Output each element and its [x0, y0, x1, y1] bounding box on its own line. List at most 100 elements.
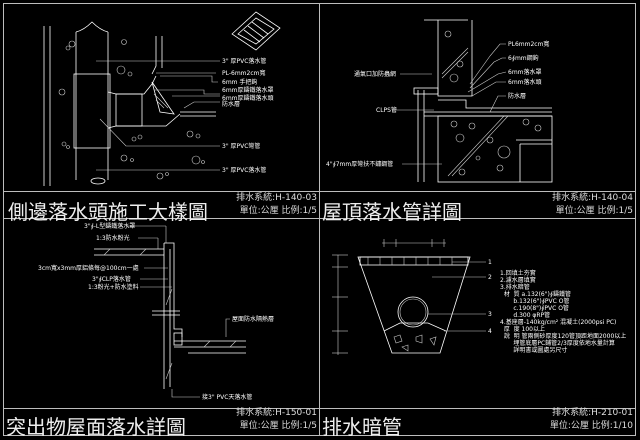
- label-grate: 6mm厚鑄鐵落水罩: [222, 86, 274, 94]
- callout-labels: PL6mm2cm寬 6∮mm鋼鉤 6mm落水罩 6mm落水頭 防水層 通氣口加防…: [326, 40, 549, 168]
- subsurface-drain-drawing: 1 2 3 4 1.回填土夯實 2.濾水層填實 3.排水暗管 材 質 a.132…: [332, 239, 626, 355]
- drawing-code: 排水系統:H-140-04: [552, 193, 633, 203]
- note-line: 詳明書或圖處另尺寸: [500, 346, 567, 354]
- parapet-hatch: [441, 47, 469, 75]
- top-slab: [94, 248, 164, 256]
- gravel: [393, 334, 437, 352]
- callout-labels: 3" 厚PVC落水管 PL-6mm2cm寬 6mm 手把鉤 6mm厚鑄鐵落水罩 …: [222, 57, 274, 174]
- drawing-title: 突出物屋面落水詳圖: [6, 415, 186, 439]
- label-pvc-downpipe-2: 3" 厚PVC落水管: [222, 166, 266, 174]
- label-cast-iron-grate: 3"∮-L型鑄鐵落水罩: [84, 222, 135, 230]
- drawing-title: 排水暗管: [322, 415, 402, 439]
- unit-scale: 單位:公厘 比例:1/10: [549, 421, 633, 431]
- wall-section: [163, 242, 183, 389]
- base-layer-top: [383, 322, 447, 332]
- title-rule-top: [4, 191, 635, 192]
- leader-lines: [428, 261, 486, 332]
- label-clps-pipe: CLPS管: [376, 106, 397, 114]
- label-waterproof: 防水層: [222, 100, 240, 108]
- title-rule-bottom: [4, 408, 635, 409]
- callout-3: 3: [488, 311, 492, 318]
- concrete-aggregate: [58, 39, 205, 180]
- parapet-wall: [437, 20, 473, 97]
- vent-cap: [413, 87, 439, 95]
- label-pvc-downpipe: 接3" PVC天落水管: [202, 393, 252, 401]
- note-line: d.300 φRP管: [500, 311, 550, 319]
- roof-downpipe-drawing: PL6mm2cm寬 6∮mm鋼鉤 6mm落水罩 6mm落水頭 防水層 通氣口加防…: [326, 19, 553, 183]
- leader-lines: [392, 43, 507, 165]
- panel-subsurface-drain: 1 2 3 4 1.回填土夯實 2.濾水層填實 3.排水暗管 材 質 a.132…: [320, 219, 635, 439]
- note-line: b.132(6")∮PVC O管: [500, 297, 569, 305]
- label-roof-insulation: 屋面防水隔熱層: [232, 315, 274, 323]
- waterproof-layer: [438, 99, 552, 109]
- label-pvc-elbow: 3" 厚PVC彎管: [222, 142, 260, 150]
- note-line: 厚 度 100以上: [500, 325, 545, 333]
- dimension-lines: [332, 239, 446, 355]
- note-line: 說 明 管兩側砂厚度120管頂距地面2000以上: [500, 332, 626, 340]
- roof-slab-top: [424, 111, 552, 117]
- hatch: [103, 248, 237, 380]
- trench-outline: [357, 256, 471, 354]
- label-plaster-coating: 1:3粉光+防水塗料: [88, 283, 139, 291]
- backfill-surface: [359, 256, 469, 266]
- unit-scale: 單位:公厘 比例:1/5: [239, 206, 317, 216]
- callout-2: 2: [488, 274, 492, 281]
- label-waterproof: 防水層: [508, 92, 526, 100]
- vertical-pipe: [75, 32, 109, 180]
- downpipe: [417, 90, 425, 182]
- outer-border: [3, 3, 636, 436]
- vertical-divider: [319, 4, 320, 435]
- drain-pipe: [397, 296, 429, 328]
- callout-4: 4: [488, 328, 492, 335]
- label-drain-head: 6mm厚鑄鐵落水頭: [222, 94, 274, 102]
- slab-aggregate: [450, 118, 542, 176]
- drawing-code: 排水系統:H-210-01: [552, 408, 633, 418]
- slab-hatch: [447, 115, 505, 177]
- unit-scale: 單位:公厘 比例:1/5: [555, 206, 633, 216]
- label-hook: 6∮mm鋼鉤: [508, 54, 539, 62]
- surface-pattern: [367, 257, 453, 265]
- parapet-wall: [151, 36, 163, 75]
- panel-side-drain-head: 3" 厚PVC落水管 PL-6mm2cm寬 6mm 手把鉤 6mm厚鑄鐵落水罩 …: [4, 4, 319, 224]
- branch-socket: [115, 93, 143, 127]
- leader-lines: [128, 225, 230, 398]
- label-drain-head: 6mm落水頭: [508, 78, 542, 86]
- label-plate: PL6mm2cm寬: [508, 40, 549, 48]
- label-grate: 6mm落水罩: [508, 68, 542, 76]
- drain-grate: [173, 332, 183, 346]
- drawing-title: 側邊落水頭施工大樣圖: [8, 200, 208, 224]
- callout-numbers: 1 2 3 4: [488, 259, 492, 335]
- callout-labels: 3"∮-L型鑄鐵落水罩 1:3防水粉光 3cm寬x3mm厚鋁條每@100cm一處…: [38, 222, 274, 401]
- panel-roof-downpipe: PL6mm2cm寬 6∮mm鋼鉤 6mm落水罩 6mm落水頭 防水層 通氣口加防…: [320, 4, 635, 224]
- note-line: 3.排水暗管: [500, 283, 530, 291]
- beam-outline: [516, 139, 552, 182]
- label-pvc-downpipe: 3" 厚PVC落水管: [222, 57, 266, 65]
- side-drain-head-drawing: 3" 厚PVC落水管 PL-6mm2cm寬 6mm 手把鉤 6mm厚鑄鐵落水罩 …: [43, 11, 281, 186]
- label-aluminum-strip: 3cm寬x3mm厚鋁條每@100cm一處: [38, 264, 139, 272]
- note-line: 2.濾水層填實: [500, 276, 536, 284]
- note-line: c.190(8")∮PVC O管: [500, 304, 569, 312]
- label-waterproof-plaster: 1:3防水粉光: [96, 234, 130, 242]
- label-clp-downpipe: 3"∮CLP落水管: [92, 275, 131, 283]
- leader-lines: [96, 60, 220, 171]
- grate-isometric: [231, 11, 281, 51]
- roof-slab: [174, 340, 246, 354]
- label-vent: 通氣口加防蟲網: [354, 70, 396, 78]
- break-line: [152, 310, 180, 316]
- drawing-code: 排水系統:H-140-03: [236, 193, 317, 203]
- roof-slab: [437, 115, 553, 183]
- label-stainless-pipe: 4"∮7mm厚彎扶不鏽鋼管: [326, 160, 393, 168]
- notes: 1.回填土夯實 2.濾水層填實 3.排水暗管 材 質 a.132(6")∮鑄鐵管…: [500, 269, 626, 354]
- drawing-code: 排水系統:H-150-01: [236, 408, 317, 418]
- note-line: 1.回填土夯實: [500, 269, 536, 277]
- note-line: 埋管底層PC鋪管2/3厚度依地水量計算: [500, 339, 615, 347]
- drawing-title: 屋頂落水管詳圖: [322, 200, 462, 224]
- protrusion-roof-drain-drawing: 3"∮-L型鑄鐵落水罩 1:3防水粉光 3cm寬x3mm厚鋁條每@100cm一處…: [38, 222, 274, 401]
- note-line: 材 質 a.132(6")∮鑄鐵管: [500, 290, 571, 298]
- label-plate: PL-6mm2cm寬: [222, 69, 266, 77]
- tee-fitting: [73, 73, 111, 149]
- pipe-end: [90, 177, 106, 185]
- branch-top: [107, 75, 157, 95]
- pipe-break: [75, 21, 109, 33]
